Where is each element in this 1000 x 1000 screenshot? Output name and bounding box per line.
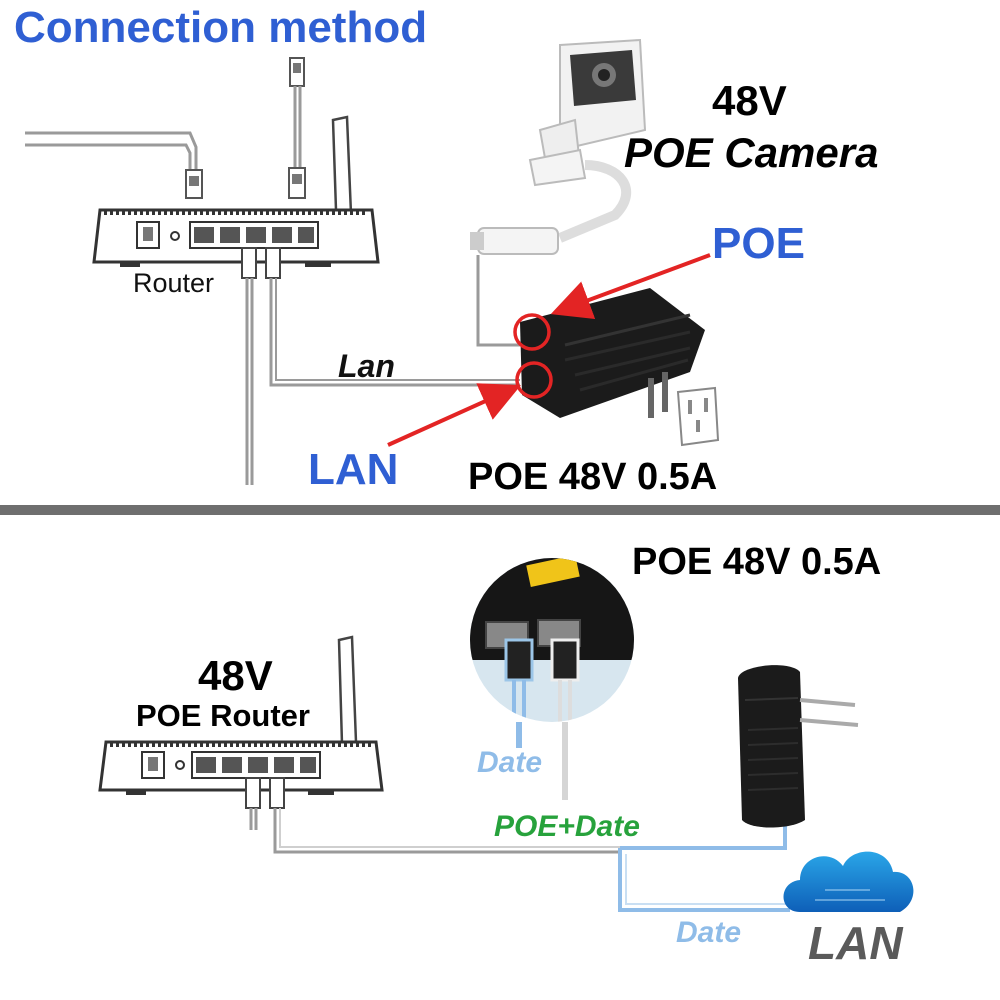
antenna-icon bbox=[337, 635, 358, 746]
camera-voltage-label: 48V bbox=[712, 77, 787, 124]
diagram-title: Connection method bbox=[14, 3, 428, 52]
data-label-upper: Date bbox=[477, 746, 543, 779]
lan-arrow bbox=[387, 383, 521, 447]
router-icon bbox=[98, 635, 384, 795]
poe-port-highlight bbox=[513, 313, 551, 351]
router-label: Router bbox=[133, 268, 215, 298]
injector-spec-label-bottom: POE 48V 0.5A bbox=[632, 541, 882, 583]
lan-cloud-label: LAN bbox=[808, 917, 903, 969]
cloud-icon bbox=[783, 851, 914, 912]
camera-cable bbox=[476, 255, 520, 347]
data-lines bbox=[618, 825, 790, 912]
lan-port-callout: LAN bbox=[308, 445, 399, 494]
data-label-lower: Date bbox=[676, 916, 742, 949]
injector-icon bbox=[520, 288, 705, 418]
power-adapter-icon bbox=[738, 665, 859, 828]
router-lan-plugs bbox=[241, 247, 520, 485]
router-bottom-plugs bbox=[245, 777, 620, 854]
poe-arrow bbox=[550, 253, 711, 319]
injector-closeup bbox=[470, 558, 634, 722]
top-patch-cable bbox=[288, 57, 306, 199]
poe-port-callout: POE bbox=[712, 219, 805, 268]
panel-divider bbox=[0, 505, 1000, 515]
camera-label: POE Camera bbox=[624, 129, 879, 176]
poe-router-voltage-label: 48V bbox=[198, 652, 273, 699]
injector-spec-label: POE 48V 0.5A bbox=[468, 456, 718, 498]
power-socket-icon bbox=[676, 386, 720, 447]
poe-router-label: POE Router bbox=[136, 698, 310, 733]
wan-cable bbox=[25, 131, 198, 170]
camera-icon bbox=[470, 38, 647, 255]
lan-wire-label: Lan bbox=[338, 348, 395, 384]
lan-port-highlight bbox=[515, 361, 553, 399]
poe-data-label: POE+Date bbox=[494, 810, 640, 843]
rj45-plug-icon bbox=[185, 169, 203, 199]
router-icon bbox=[92, 115, 380, 267]
